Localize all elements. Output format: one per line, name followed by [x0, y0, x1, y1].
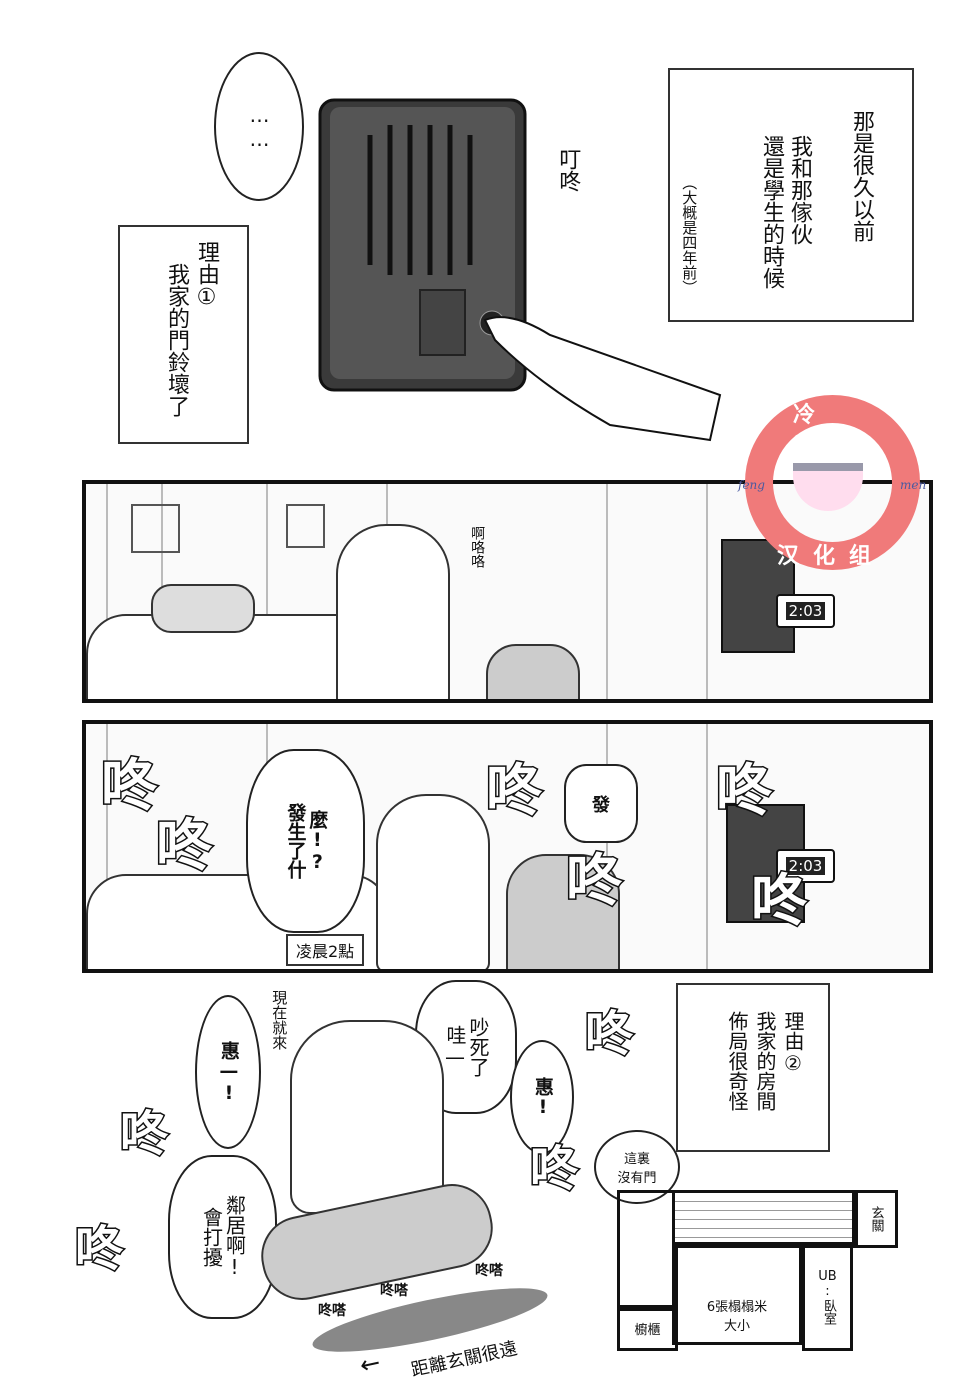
neighbors-bubble: 會打擾 鄰居啊! — [168, 1155, 277, 1319]
poster — [286, 504, 325, 548]
no-door-line-1: 這裏 — [623, 1152, 650, 1167]
clock-display: 2:03 — [785, 857, 826, 875]
doorbell-illustration — [318, 98, 722, 442]
clock-display: 2:03 — [785, 602, 826, 620]
fa-text: 發 — [592, 794, 610, 816]
sfx-dong: 咚 — [100, 754, 159, 819]
left-arrow-icon: ← — [357, 1348, 383, 1380]
watermark-left-text: feng — [738, 478, 765, 492]
star-pants — [506, 854, 620, 969]
hui-bubble: 惠! — [510, 1040, 574, 1154]
reason-1-text: 我家的門鈴壞了 — [164, 263, 189, 417]
running-girl — [290, 1020, 444, 1214]
room-label: 6張榻榻米 — [706, 1300, 768, 1315]
girl-figure — [376, 794, 490, 969]
ub-label: UB — [818, 1268, 837, 1284]
alarm-clock: 2:03 — [776, 849, 835, 883]
hallway — [672, 1190, 858, 1248]
sfx-dong: 咚 — [528, 1141, 579, 1197]
watermark-bottom-text: 汉化组 — [777, 544, 886, 569]
panel-bedroom-wake: 啊咯咯 2:03 — [82, 480, 933, 703]
reason-2-line-1: 我家的房間 — [753, 1011, 777, 1111]
reason-1-title: 理由① — [194, 241, 219, 310]
ub-separator: : — [825, 1283, 830, 1299]
neighbors-line-1: 會打擾 — [199, 1207, 224, 1267]
fish-icon — [793, 463, 863, 511]
no-door-line-2: 沒有門 — [617, 1171, 657, 1186]
room-size-label: 大小 — [723, 1319, 750, 1334]
floor-plan: 櫥櫃 玄關 6張榻榻米 大小 UB : 臥室 — [617, 1190, 898, 1351]
watermark-stamp: 冷门 汉化组 — [745, 395, 920, 570]
entrance: 玄關 — [852, 1190, 898, 1248]
sfx-dong: 咚 — [485, 759, 544, 824]
closet-label: 櫥櫃 — [634, 1322, 661, 1338]
closet: 櫥櫃 — [617, 1305, 678, 1351]
poster — [131, 504, 180, 553]
alarm-clock: 2:03 — [776, 594, 835, 628]
reason-1-box: 理由① 我家的門鈴壞了 — [118, 225, 249, 444]
kitchen — [617, 1190, 678, 1311]
pillow — [151, 584, 255, 633]
what-happened-bubble: 發生了什 麼!? — [246, 749, 365, 933]
time-caption: 凌晨2點 — [286, 934, 365, 966]
sfx-dong: 咚 — [750, 869, 809, 934]
narration-note: （大概是四年前） — [680, 175, 699, 295]
what-happened-line-2: 麼!? — [306, 809, 329, 873]
footstep-sfx: 咚嗒 — [380, 1283, 408, 1299]
footstep-sfx: 咚嗒 — [318, 1303, 346, 1319]
ellipsis-text: …… — [247, 102, 272, 151]
narration-box: 那是很久以前 我和那傢伙 還是學生的時候 （大概是四年前） — [668, 68, 914, 322]
what-happened-line-1: 發生了什 — [284, 803, 307, 879]
tatami-room: 6張榻榻米 大小 — [672, 1242, 802, 1345]
girl-figure — [336, 524, 450, 699]
hui-long-bubble: 惠—! — [195, 995, 261, 1149]
wa-line-2: 吵死了 — [466, 1017, 490, 1077]
sfx-dong: 咚 — [565, 849, 624, 914]
reason-2-line-2: 佈局很奇怪 — [725, 1011, 749, 1111]
sfx-small: 啊咯咯 — [469, 526, 486, 568]
now-coming-text: 現在就來 — [270, 990, 289, 1050]
star-pants — [486, 644, 580, 699]
fa-bubble: 發 — [564, 764, 638, 843]
neighbors-line-2: 鄰居啊! — [222, 1195, 247, 1279]
bedroom-label: 臥室 — [820, 1298, 836, 1325]
sfx-dong: 咚 — [715, 759, 774, 824]
hui-long-text: 惠—! — [217, 1040, 240, 1104]
narration-line-1: 那是很久以前 — [849, 110, 874, 242]
watermark-top-text: 冷门 — [793, 403, 846, 460]
sfx-dong: 咚 — [155, 814, 214, 879]
doorbell-sfx: 叮咚 — [555, 148, 581, 192]
footstep-sfx: 咚嗒 — [475, 1263, 503, 1279]
ellipsis-bubble: …… — [214, 52, 304, 201]
panel-bedroom-startled: 2:03 發生了什 麼!? 發 咚 咚 咚 咚 咚 咚 凌晨2點 — [82, 720, 933, 973]
reason-2-title: 理由② — [781, 1011, 805, 1075]
sfx-dong: 咚 — [583, 1006, 634, 1062]
hui-text: 惠! — [531, 1076, 554, 1118]
watermark-right-text: men — [900, 478, 927, 492]
reason-2-box: 理由② 我家的房間 佈局很奇怪 — [676, 983, 830, 1152]
ub-room: UB : 臥室 — [802, 1242, 853, 1351]
entrance-label: 玄關 — [868, 1206, 884, 1232]
narration-line-2: 我和那傢伙 — [787, 135, 812, 245]
narration-line-3: 還是學生的時候 — [759, 135, 784, 289]
sfx-dong: 咚 — [118, 1106, 169, 1162]
sfx-dong: 咚 — [73, 1221, 124, 1277]
wa-line-1: 哇— — [443, 1025, 467, 1069]
